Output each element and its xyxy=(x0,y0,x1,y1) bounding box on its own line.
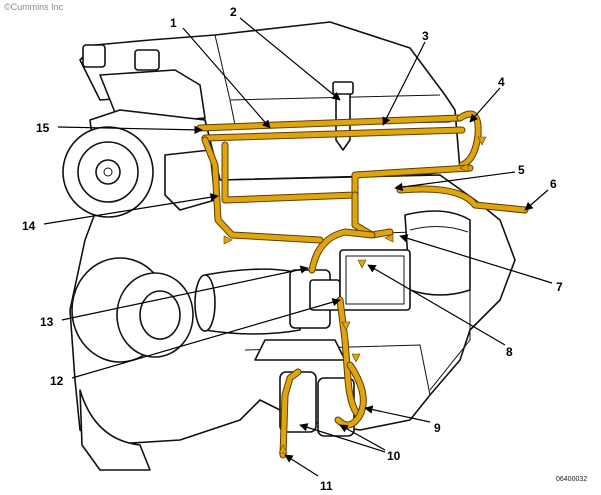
copyright-notice: ©Cummins Inc xyxy=(4,2,64,12)
callout-4: 4 xyxy=(498,75,505,89)
callout-2: 2 xyxy=(230,5,237,19)
engine-block xyxy=(62,21,516,471)
leader-lines xyxy=(43,17,553,477)
fuel-lines xyxy=(196,110,529,459)
callout-15: 15 xyxy=(36,121,50,135)
callout-labels: 1 2 3 4 5 6 7 8 9 10 11 12 13 14 15 xyxy=(22,5,563,493)
callout-1: 1 xyxy=(170,16,177,30)
callout-9: 9 xyxy=(434,421,441,435)
callout-13: 13 xyxy=(40,315,54,329)
callout-3: 3 xyxy=(422,29,429,43)
callout-5: 5 xyxy=(518,163,525,177)
callout-7: 7 xyxy=(556,280,563,294)
callout-11: 11 xyxy=(320,479,333,493)
callout-10: 10 xyxy=(387,449,401,463)
callout-12: 12 xyxy=(50,374,64,388)
callout-6: 6 xyxy=(550,177,557,191)
callout-8: 8 xyxy=(506,345,513,359)
flow-arrows xyxy=(223,136,487,454)
callout-14: 14 xyxy=(22,219,36,233)
figure-code: 06400032 xyxy=(556,476,588,483)
